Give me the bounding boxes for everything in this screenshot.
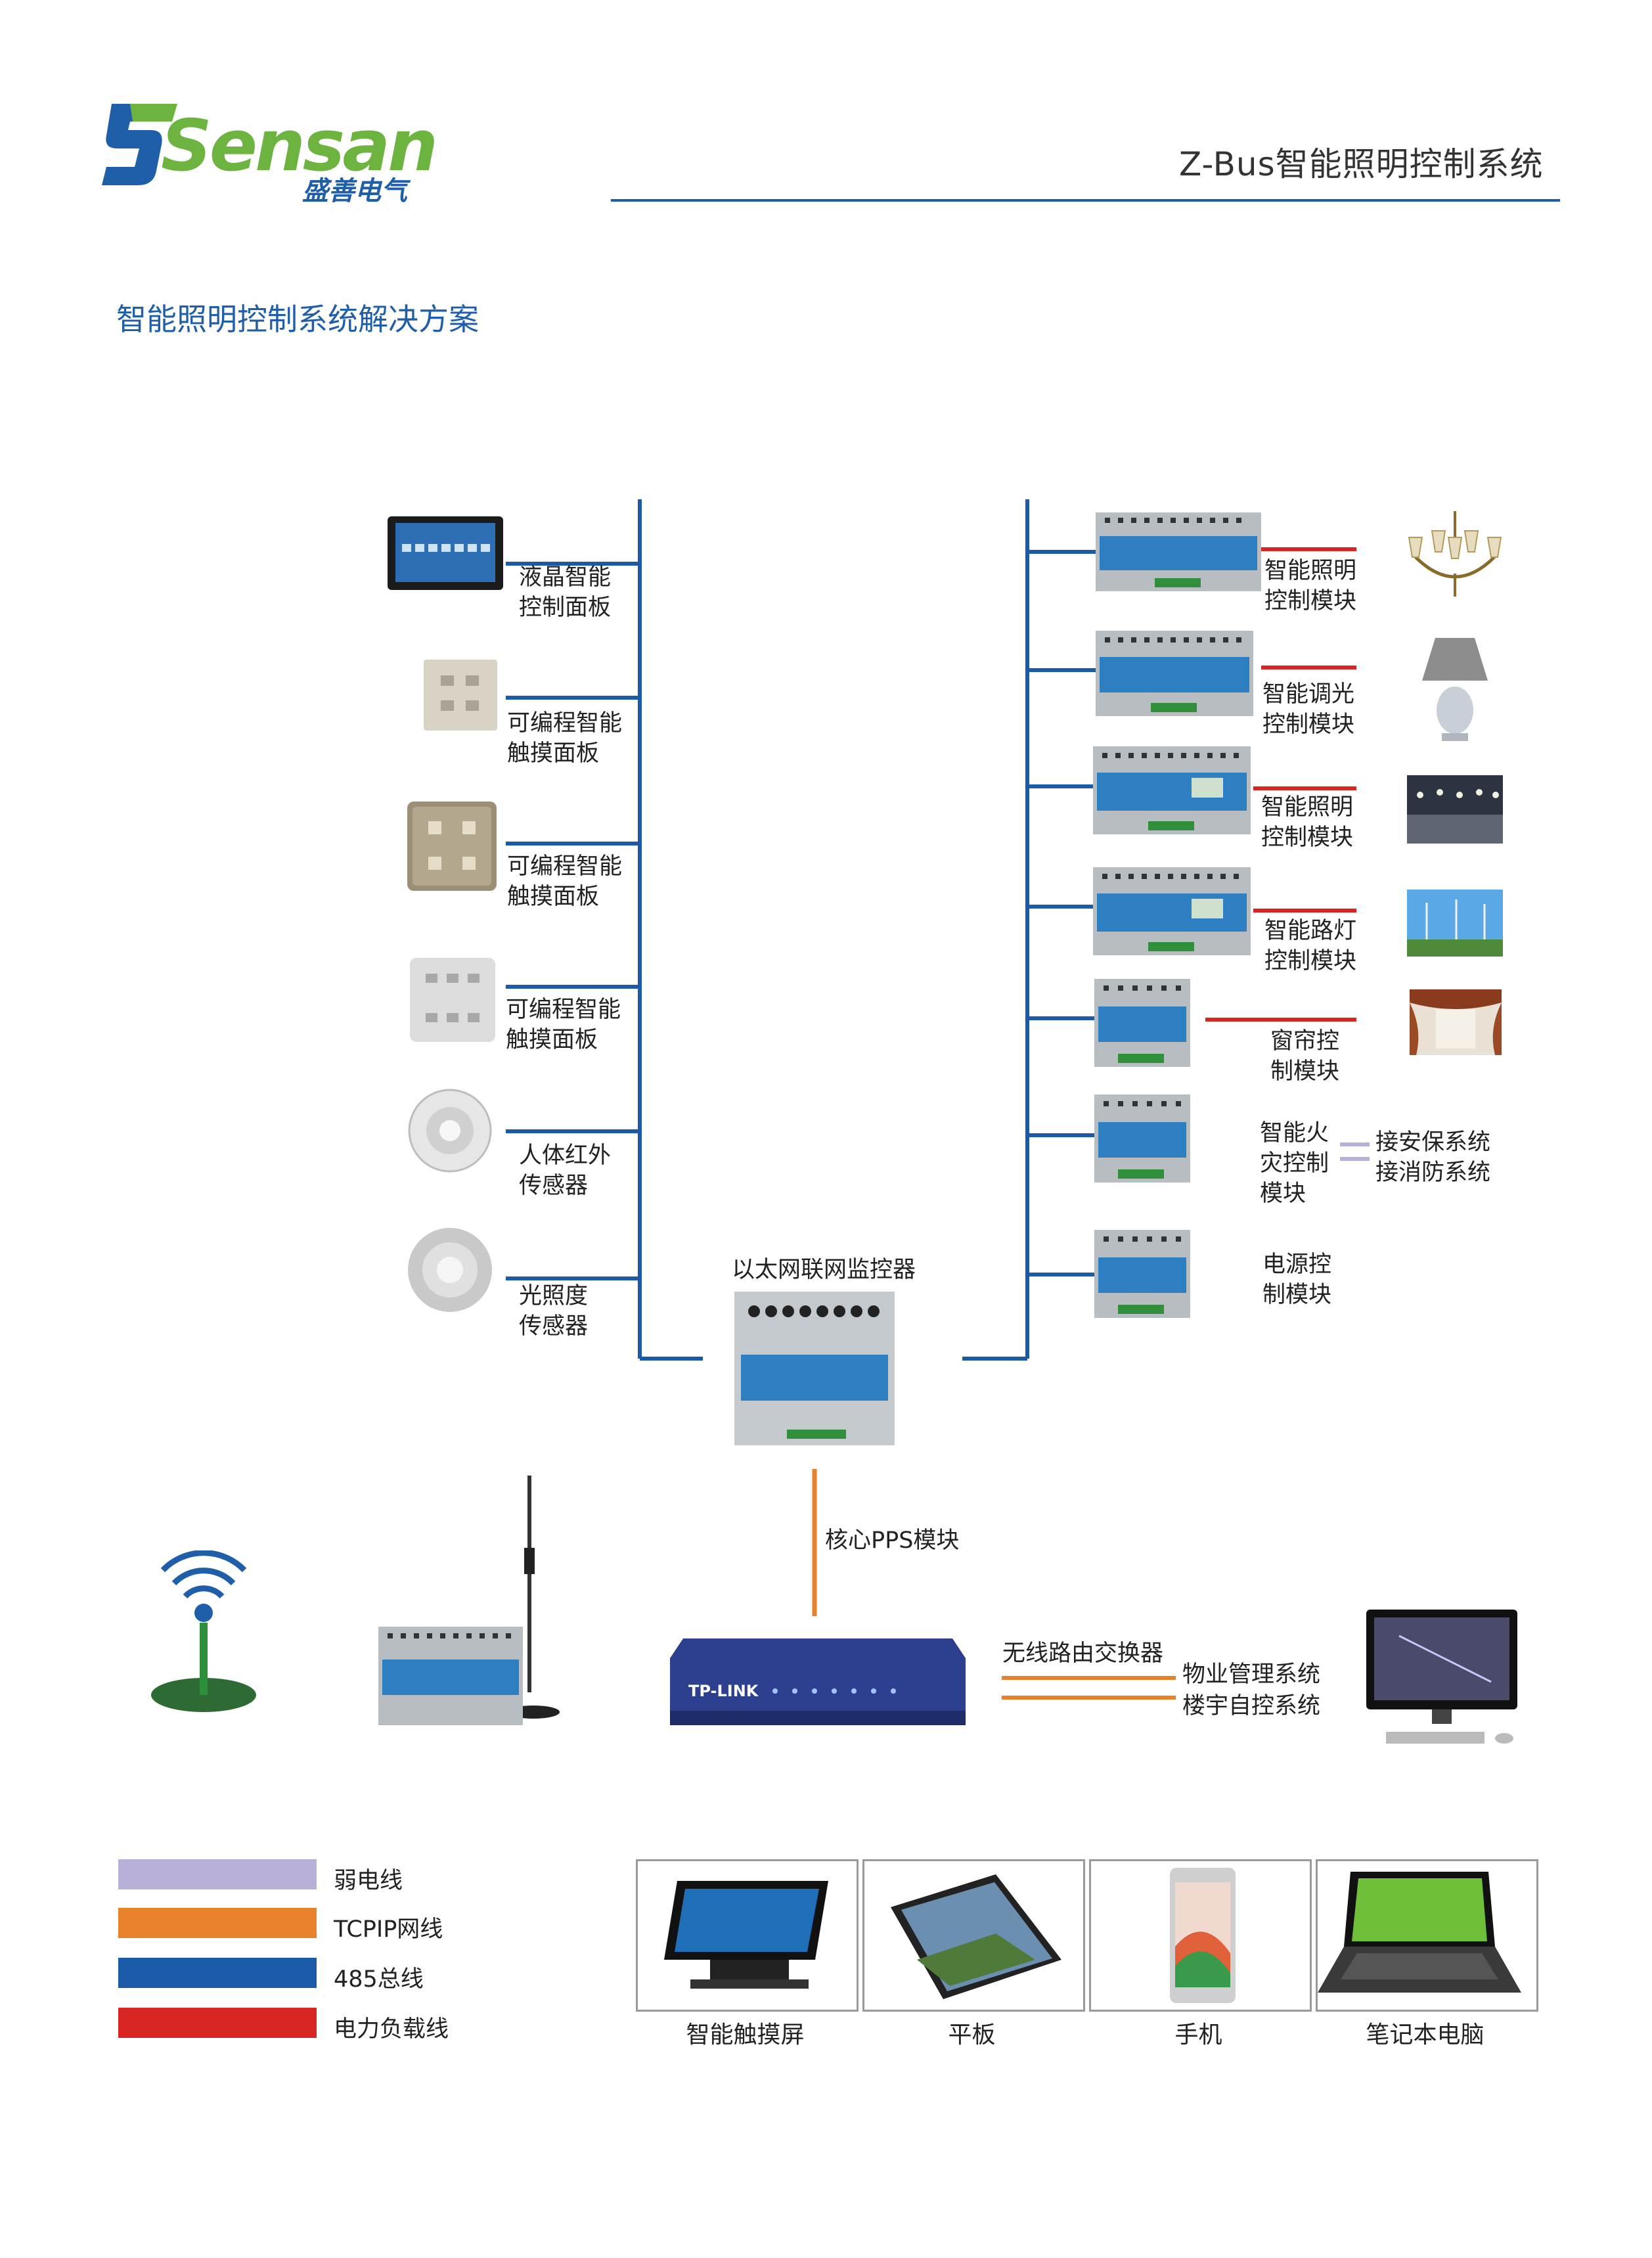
device-label: 可编程智能 触摸面板 <box>507 710 623 767</box>
din-module-icon <box>1094 1230 1190 1318</box>
section-title: 智能照明控制系统解决方案 <box>116 302 479 337</box>
chandelier-icon <box>1408 511 1502 597</box>
laptop-icon <box>1318 1872 1521 1993</box>
device-label: 人体红外 传感器 <box>519 1142 612 1199</box>
router-brand: TP-LINK <box>688 1682 759 1700</box>
legend-swatch-weak <box>118 1859 317 1889</box>
terminal-frame <box>1089 1859 1312 2012</box>
terminal-label: 笔记本电脑 <box>1366 2021 1485 2048</box>
gsm-module-icon <box>378 1476 560 1725</box>
device-label: 可编程智能 触摸面板 <box>506 997 621 1053</box>
router-link-label: 无线路由交换器 <box>1002 1640 1164 1667</box>
table-lamp-icon <box>1422 638 1488 741</box>
lcd-panel-icon <box>388 516 503 590</box>
legend: 弱电线 TCPIP网线 485总线 电力负载线 <box>118 1859 486 2056</box>
logo-wordmark: Sensan <box>161 105 438 187</box>
street-light-icon <box>1407 890 1503 957</box>
device-label: 光照度 传感器 <box>519 1283 589 1340</box>
din-module-icon <box>1094 1095 1190 1183</box>
terminal-frame <box>636 1859 859 2012</box>
module-label: 智能调光 控制模块 <box>1262 681 1355 738</box>
fire-link-label: 接消防系统 <box>1375 1160 1491 1186</box>
module-label: 智能照明 控制模块 <box>1261 794 1354 851</box>
desktop-computer-icon <box>1366 1610 1517 1744</box>
legend-swatch-power <box>118 2008 317 2038</box>
mgmt-label-1: 物业管理系统 <box>1182 1661 1321 1688</box>
header-rule <box>611 199 1560 202</box>
din-module-icon <box>1096 512 1261 591</box>
legend-label: 电力负载线 <box>334 2016 449 2043</box>
tablet-icon <box>891 1874 1061 1999</box>
legend-swatch-tcpip <box>118 1908 317 1938</box>
touch-panel-icon <box>407 802 497 891</box>
module-label: 电源控 制模块 <box>1262 1252 1332 1308</box>
din-module-icon <box>1094 979 1190 1067</box>
monitor-label: 以太网联网监控器 <box>732 1257 916 1283</box>
touch-panel-icon <box>424 660 497 731</box>
legend-label: 弱电线 <box>334 1868 403 1894</box>
pir-sensor-icon <box>408 1089 492 1173</box>
ethernet-monitor-icon <box>734 1292 895 1445</box>
wireless-signal-icon <box>151 1550 256 1712</box>
touchscreen-icon <box>664 1881 828 1989</box>
device-label: 液晶智能 控制面板 <box>519 564 612 621</box>
din-module-icon <box>1096 631 1253 716</box>
legend-label: TCPIP网线 <box>334 1916 443 1943</box>
device-label: 可编程智能 触摸面板 <box>507 853 623 910</box>
legend-swatch-485 <box>118 1958 317 1988</box>
router-icon: TP-LINK <box>670 1638 966 1725</box>
light-sensor-icon <box>408 1228 492 1312</box>
page-header-title: Z-Bus智能照明控制系统 <box>1179 145 1544 183</box>
module-label: 窗帘控 制模块 <box>1270 1028 1340 1085</box>
din-module-icon <box>1093 867 1251 955</box>
terminal-label: 平板 <box>948 2021 996 2048</box>
mall-lighting-icon <box>1407 775 1503 844</box>
logo-subtitle: 盛善电气 <box>302 176 407 206</box>
sensan-logo-icon <box>102 104 177 185</box>
terminal-label: 手机 <box>1174 2021 1222 2048</box>
legend-label: 485总线 <box>334 1966 424 1993</box>
din-module-icon <box>1093 746 1251 834</box>
mgmt-label-2: 楼宇自控系统 <box>1182 1693 1321 1719</box>
terminal-label: 智能触摸屏 <box>686 2021 805 2048</box>
security-link-label: 接安保系统 <box>1375 1129 1491 1156</box>
terminal-frame <box>862 1859 1085 2012</box>
terminal-frame <box>1316 1859 1538 2012</box>
module-label: 智能路灯 控制模块 <box>1264 918 1357 974</box>
curtain-icon <box>1410 989 1502 1055</box>
logo: Sensan 盛善电气 <box>99 99 438 206</box>
touch-panel-icon <box>410 958 495 1042</box>
phone-icon <box>1170 1868 1236 2003</box>
module-label: 智能照明 控制模块 <box>1264 558 1357 614</box>
module-label: 智能火 灾控制 模块 <box>1260 1120 1329 1207</box>
pps-module-label: 核心PPS模块 <box>825 1527 960 1554</box>
